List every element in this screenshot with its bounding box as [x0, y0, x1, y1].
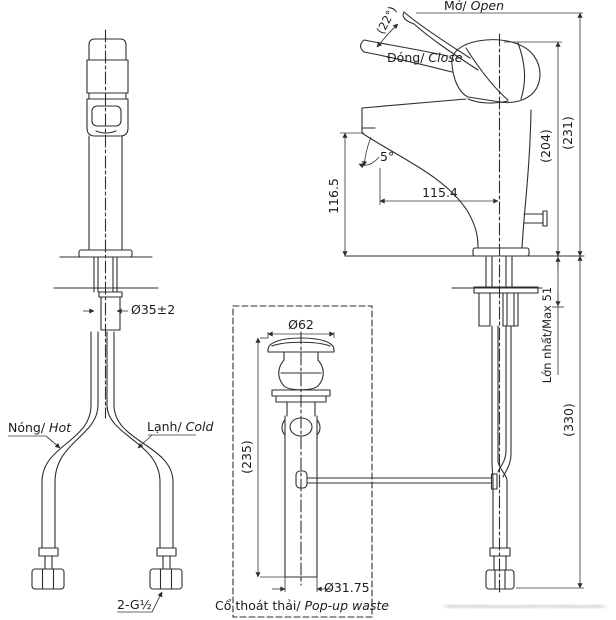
label-open: Mở/ Open [444, 0, 504, 13]
mounting-nut [100, 296, 121, 331]
lever-open [402, 11, 479, 71]
popup-waste-view [232, 305, 373, 618]
label-popup-waste: Cổ thoát thải/ Pop-up waste [215, 598, 389, 613]
dim-flow-angle: 5° [380, 149, 394, 164]
dimension-lines [8, 12, 584, 613]
watermark [444, 601, 605, 612]
lever-closed [359, 39, 453, 73]
dim-max-deck: Lớn nhất/Max 51 [540, 287, 554, 383]
popup-rod [307, 477, 493, 484]
dim-popup-cap-diameter: Ø62 [288, 317, 314, 332]
dim-height-closed: (204) [538, 129, 553, 163]
front-view [31, 29, 183, 590]
label-hot: Nóng/ Hot [8, 420, 72, 435]
label-cold: Lạnh/ Cold [147, 419, 214, 434]
hot-hose-nut [31, 568, 65, 590]
dim-spout-height: 116.5 [326, 178, 341, 214]
label-close: Đóng/ Close [387, 50, 463, 65]
dim-popup-pipe-diameter: Ø31.75 [324, 580, 370, 595]
cold-hose-nut [149, 568, 183, 590]
handle-body [451, 39, 541, 104]
dim-height-open: (231) [560, 116, 575, 150]
popup-detail-box [232, 305, 373, 618]
dim-popup-length: (235) [239, 440, 254, 474]
dim-spout-reach: 115.4 [422, 185, 458, 200]
dim-below-counter: (330) [561, 403, 576, 437]
side-view [307, 11, 585, 593]
dim-hole-diameter: Ø35±2 [131, 302, 175, 317]
dim-open-angle: (22°) [373, 4, 399, 36]
label-thread: 2-G½ [117, 597, 152, 612]
rod-ball-joint [295, 470, 308, 489]
fixing-bolt [478, 292, 491, 327]
side-hose-nut [485, 569, 515, 590]
popup-cap [267, 337, 335, 353]
